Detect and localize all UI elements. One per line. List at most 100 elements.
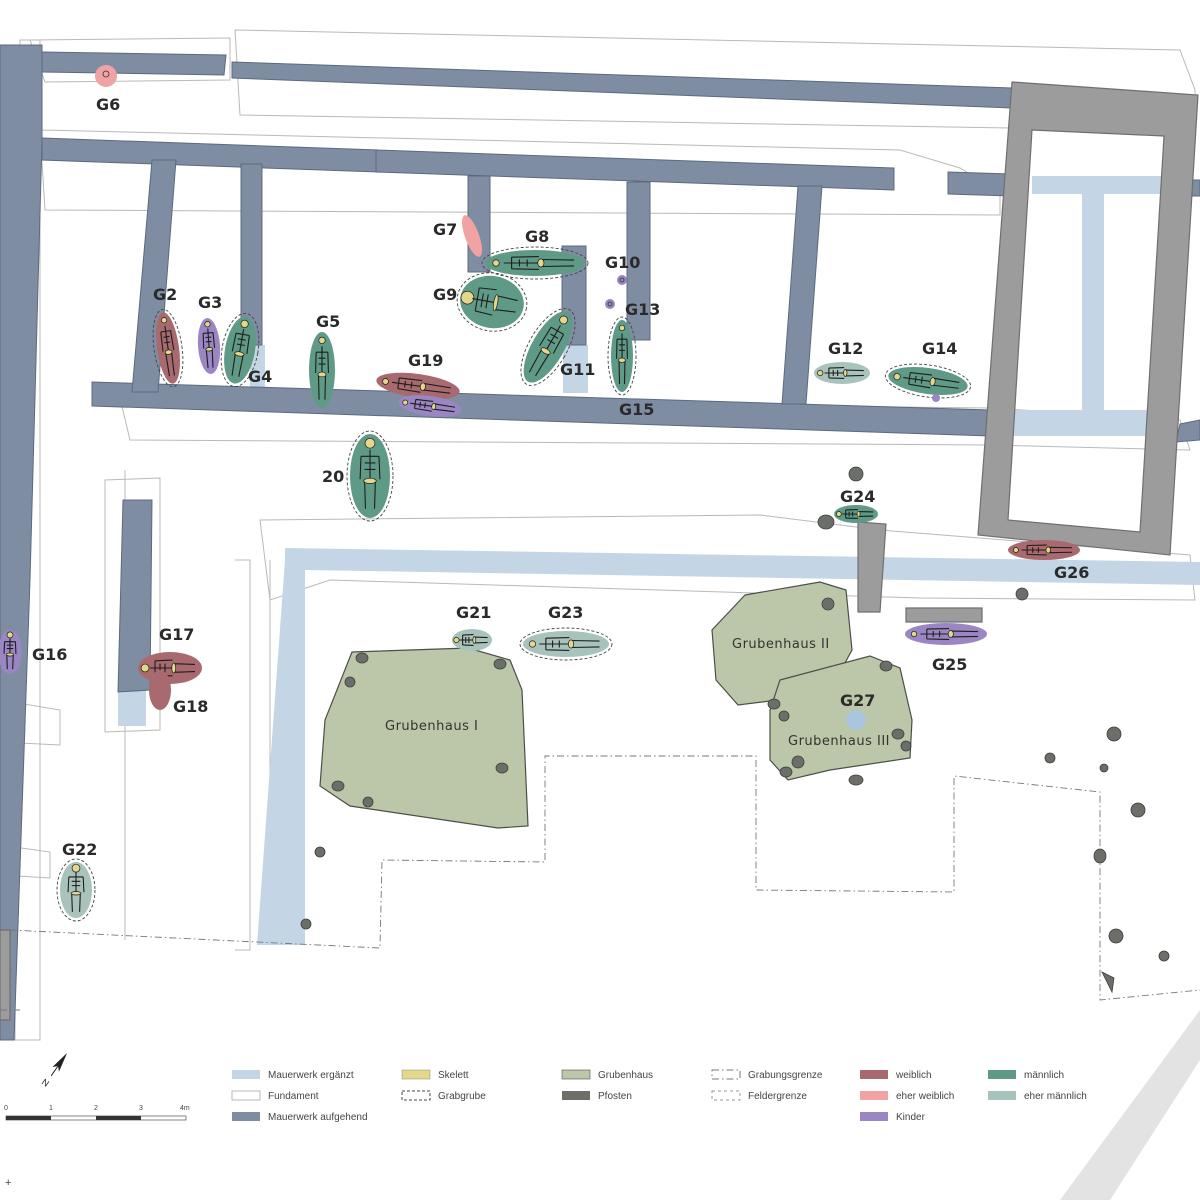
legend-swatch-mauerwerk-aufgehend bbox=[232, 1112, 260, 1121]
legend-mauerwerk-ergaenzt: Mauerwerk ergänzt bbox=[268, 1070, 354, 1081]
skeleton bbox=[893, 372, 960, 389]
skeleton bbox=[160, 317, 175, 377]
skeleton bbox=[616, 324, 628, 385]
scale-tick-1: 1 bbox=[49, 1105, 53, 1112]
legend-swatch-feldergrenze bbox=[711, 1090, 741, 1101]
scale-tick-4: 4m bbox=[180, 1105, 190, 1112]
skeleton bbox=[202, 321, 216, 369]
skull bbox=[453, 636, 460, 644]
skull bbox=[140, 663, 150, 673]
grave-pit-outline bbox=[607, 316, 637, 396]
pelvis bbox=[5, 652, 15, 657]
label-g10: G10 bbox=[605, 253, 640, 272]
grave-fill bbox=[149, 670, 171, 710]
small-pit-marker bbox=[607, 301, 613, 307]
skull bbox=[1013, 547, 1019, 553]
grave-g14-child-dot bbox=[932, 394, 940, 402]
post-holes bbox=[300, 466, 1170, 994]
skeleton-bones bbox=[842, 508, 874, 520]
skull bbox=[161, 317, 168, 324]
skeleton bbox=[528, 315, 568, 377]
skeleton bbox=[835, 508, 874, 520]
skeleton-bones bbox=[528, 325, 565, 377]
skeleton-bones bbox=[1021, 544, 1073, 556]
scale-tick-3: 3 bbox=[139, 1105, 143, 1112]
pelvis bbox=[472, 636, 477, 644]
pelvis bbox=[540, 347, 551, 355]
grave-g15 bbox=[607, 316, 637, 396]
pelvis bbox=[929, 377, 936, 387]
skeleton bbox=[910, 628, 978, 640]
grave-fill bbox=[462, 215, 482, 257]
skeleton-bones bbox=[231, 329, 250, 377]
skull bbox=[6, 631, 14, 639]
grave-g17 bbox=[138, 652, 202, 684]
legend-swatch-kinder bbox=[860, 1112, 888, 1121]
skeleton bbox=[453, 634, 488, 646]
grave-g3 bbox=[197, 318, 221, 374]
grave-g16 bbox=[0, 630, 22, 674]
legend-skelett: Skelett bbox=[438, 1070, 469, 1081]
grave-g11 bbox=[520, 308, 576, 386]
reconstructed-masonry bbox=[118, 176, 1200, 945]
label-g16: G16 bbox=[32, 645, 67, 664]
legend: Mauerwerk ergänzt Fundament Mauerwerk au… bbox=[231, 1069, 1087, 1123]
skeleton-bones bbox=[3, 638, 17, 670]
grave-g22 bbox=[56, 858, 96, 922]
legend-grubenhaus: Grubenhaus bbox=[598, 1070, 653, 1081]
skeleton bbox=[315, 336, 329, 400]
grave-g27-marker bbox=[846, 710, 866, 730]
skeleton-bones bbox=[359, 449, 381, 509]
label-g13: G13 bbox=[625, 300, 660, 319]
skull bbox=[382, 378, 389, 385]
skull bbox=[204, 321, 211, 328]
label-g19: G19 bbox=[408, 351, 443, 370]
grave-pit-outline bbox=[346, 430, 394, 522]
legend-swatch-eher-maennlich bbox=[988, 1091, 1016, 1100]
label-g4: G4 bbox=[248, 367, 272, 386]
grubenhaus-1 bbox=[319, 647, 529, 829]
skeleton-bones bbox=[391, 377, 451, 394]
pelvis bbox=[567, 639, 575, 649]
grave-fill bbox=[605, 299, 615, 309]
grave-g23 bbox=[519, 627, 613, 661]
skull bbox=[893, 373, 901, 381]
label-grubenhaus-2: Grubenhaus II bbox=[732, 637, 830, 652]
skeleton-bones bbox=[824, 367, 864, 379]
pelvis bbox=[363, 477, 377, 484]
label-g7: G7 bbox=[433, 220, 457, 239]
label-g21: G21 bbox=[456, 603, 491, 622]
pelvis bbox=[618, 357, 626, 363]
legend-swatch-eher-weiblich bbox=[860, 1091, 888, 1100]
legend-eher-weiblich: eher weiblich bbox=[896, 1091, 954, 1102]
grave-g7 bbox=[462, 215, 482, 257]
grave-g21 bbox=[452, 629, 492, 651]
legend-swatch-grubenhaus bbox=[561, 1069, 591, 1080]
label-g2: G2 bbox=[153, 285, 177, 304]
skull bbox=[364, 437, 376, 449]
label-g23: G23 bbox=[548, 603, 583, 622]
label-g24: G24 bbox=[840, 487, 875, 506]
skeleton-bones bbox=[616, 333, 628, 385]
skeleton-bones bbox=[410, 398, 456, 413]
skeleton-bones bbox=[315, 346, 329, 400]
skeleton bbox=[492, 256, 575, 270]
skeleton bbox=[359, 437, 381, 509]
legend-swatch-skelett bbox=[401, 1069, 431, 1080]
skull bbox=[817, 369, 824, 377]
skeleton-bones bbox=[472, 287, 518, 316]
label-g12: G12 bbox=[828, 339, 863, 358]
skeleton bbox=[231, 319, 250, 377]
legend-swatch-grabungsgrenze bbox=[711, 1069, 741, 1080]
legend-swatch-maennlich bbox=[988, 1070, 1016, 1079]
pelvis bbox=[947, 630, 954, 638]
grave-g25 bbox=[905, 623, 987, 645]
label-g26: G26 bbox=[1054, 563, 1089, 582]
legend-weiblich: weiblich bbox=[895, 1070, 932, 1081]
pelvis bbox=[856, 510, 861, 518]
pelvis bbox=[1045, 546, 1051, 554]
legend-kinder: Kinder bbox=[896, 1112, 926, 1123]
grave-g8 bbox=[481, 246, 589, 280]
skeleton-bones bbox=[903, 372, 960, 389]
grave-pit-outline bbox=[56, 858, 96, 922]
